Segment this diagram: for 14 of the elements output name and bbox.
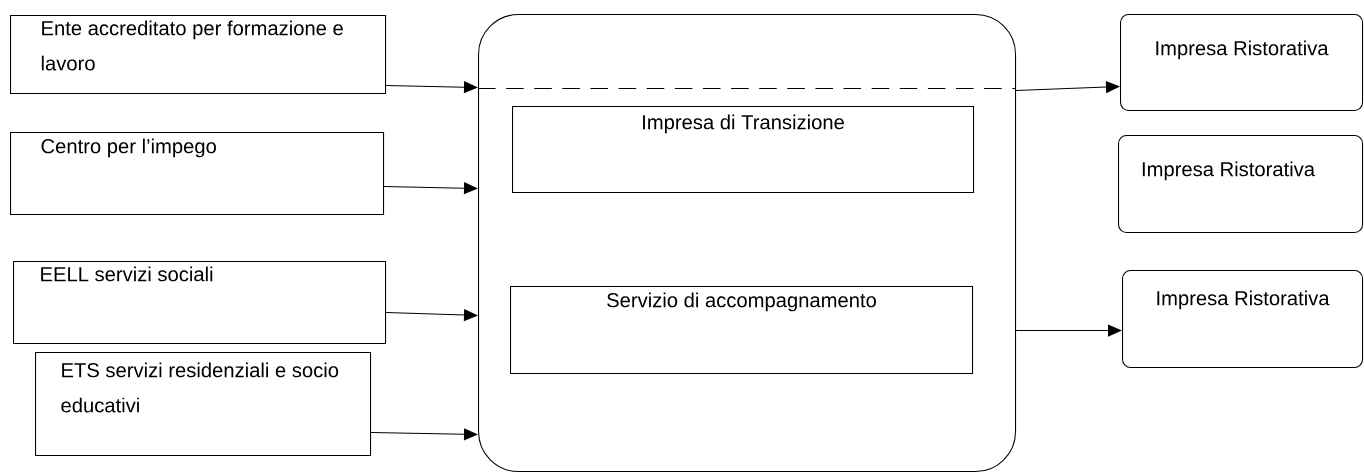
- arrow: [385, 81, 478, 94]
- process-box: Servizio di accompagnamento: [510, 286, 974, 375]
- rounded-box: Impresa Ristorativa: [1122, 270, 1364, 369]
- process-box: ETS servizi residenziali e socio educativi: [35, 352, 372, 457]
- process-box: Impresa di Transizione: [512, 106, 975, 194]
- process-box: EELL servizi sociali: [13, 261, 387, 345]
- arrow: [370, 428, 478, 441]
- arrow: [1015, 324, 1122, 337]
- arrow: [383, 182, 478, 195]
- rounded-box: [478, 14, 1017, 473]
- rounded-box: Impresa Ristorativa: [1118, 135, 1364, 234]
- rounded-box: Impresa Ristorativa: [1120, 14, 1364, 112]
- process-box: Ente accreditato per formazione e lavoro: [10, 15, 387, 95]
- process-box: Centro per l’impego: [10, 132, 385, 216]
